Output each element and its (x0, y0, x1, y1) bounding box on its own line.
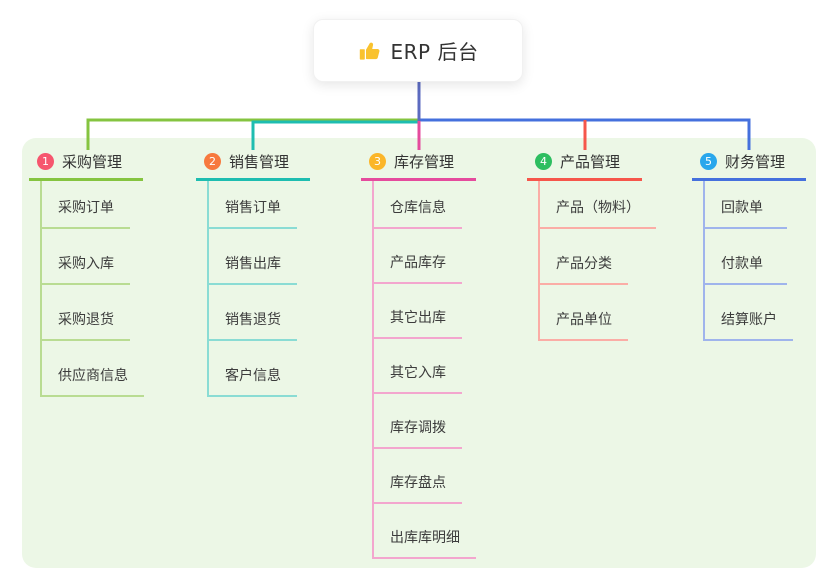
branches-panel (22, 138, 816, 568)
child-node-销售退货[interactable]: 销售退货 (207, 311, 297, 341)
child-node-库存调拨[interactable]: 库存调拨 (372, 419, 462, 449)
child-node-采购订单[interactable]: 采购订单 (40, 199, 130, 229)
child-node-产品（物料）[interactable]: 产品（物料） (538, 199, 656, 229)
child-node-产品库存[interactable]: 产品库存 (372, 254, 462, 284)
child-node-出库库明细[interactable]: 出库库明细 (372, 529, 476, 559)
branch-node-财务管理[interactable]: 5 财务管理 (692, 150, 806, 181)
branch-spine-line (703, 180, 705, 341)
branch-spine-line (538, 180, 540, 341)
branch-label: 财务管理 (725, 152, 786, 171)
branch-number-badge: 4 (535, 152, 552, 170)
child-node-库存盘点[interactable]: 库存盘点 (372, 474, 462, 504)
thumbs-up-icon (359, 42, 379, 60)
branch-spine-line (372, 180, 374, 559)
child-node-销售出库[interactable]: 销售出库 (207, 255, 297, 285)
branch-number-badge: 1 (37, 152, 54, 170)
branch-node-产品管理[interactable]: 4 产品管理 (527, 150, 642, 181)
branch-node-库存管理[interactable]: 3 库存管理 (361, 150, 476, 181)
branch-node-采购管理[interactable]: 1 采购管理 (29, 150, 143, 181)
child-node-采购退货[interactable]: 采购退货 (40, 311, 130, 341)
child-node-其它出库[interactable]: 其它出库 (372, 309, 462, 339)
branch-label: 采购管理 (62, 152, 123, 171)
branch-spine-line (40, 180, 42, 397)
child-node-产品分类[interactable]: 产品分类 (538, 255, 628, 285)
child-node-回款单[interactable]: 回款单 (703, 199, 787, 229)
child-node-付款单[interactable]: 付款单 (703, 255, 787, 285)
branch-label: 库存管理 (394, 152, 455, 171)
child-node-销售订单[interactable]: 销售订单 (207, 199, 297, 229)
child-node-产品单位[interactable]: 产品单位 (538, 311, 628, 341)
child-node-采购入库[interactable]: 采购入库 (40, 255, 130, 285)
branch-label: 销售管理 (229, 152, 290, 171)
child-node-仓库信息[interactable]: 仓库信息 (372, 199, 462, 229)
child-node-其它入库[interactable]: 其它入库 (372, 364, 462, 394)
branch-label: 产品管理 (560, 152, 621, 171)
child-node-结算账户[interactable]: 结算账户 (703, 311, 793, 341)
branch-spine-line (207, 180, 209, 397)
child-node-客户信息[interactable]: 客户信息 (207, 367, 297, 397)
child-node-供应商信息[interactable]: 供应商信息 (40, 367, 144, 397)
root-node[interactable]: ERP 后台 (313, 19, 523, 82)
branch-node-销售管理[interactable]: 2 销售管理 (196, 150, 310, 181)
branch-number-badge: 5 (700, 152, 717, 170)
branch-number-badge: 2 (204, 152, 221, 170)
branch-number-badge: 3 (369, 152, 386, 170)
root-title: ERP 后台 (390, 40, 479, 64)
